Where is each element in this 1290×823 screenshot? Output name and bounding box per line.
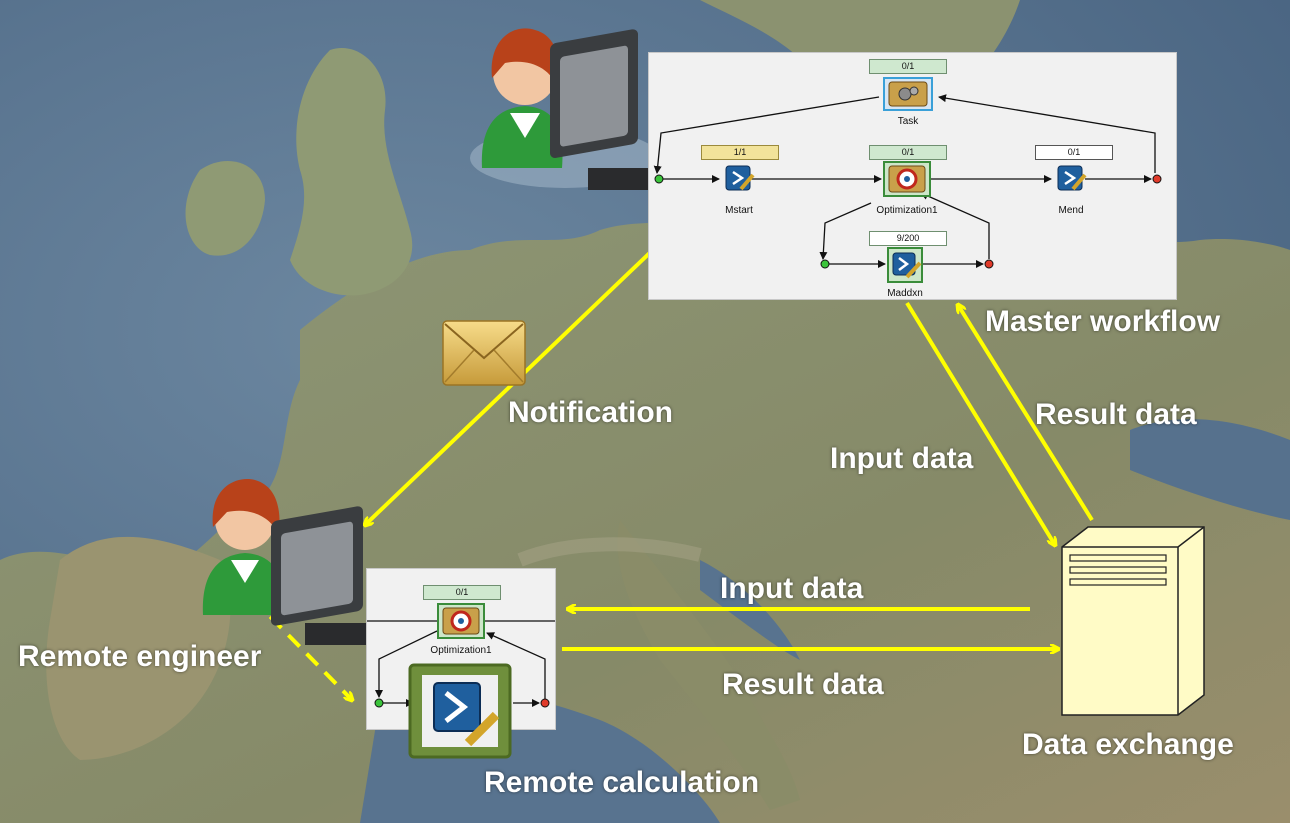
input-data-mid-label: Input data	[720, 572, 864, 605]
task-counter: 0/1	[869, 59, 947, 74]
master-workflow-connectors	[653, 94, 1162, 269]
optimizer-node-icon[interactable]	[883, 161, 931, 197]
remote-optimizer-node-icon[interactable]	[437, 603, 485, 639]
remote-optimization-counter: 0/1	[423, 585, 501, 600]
mstart-label: Mstart	[725, 205, 753, 216]
remote-workflow-connectors	[367, 620, 555, 708]
remote-engineer-dashed-arrow	[250, 596, 352, 700]
mstart-script-node-icon[interactable]	[723, 163, 755, 195]
remote-optimization-label: Optimization1	[430, 645, 492, 656]
server-icon	[1061, 526, 1205, 716]
result-data-top-label: Result data	[1035, 398, 1197, 431]
input-data-top-label: Input data	[830, 442, 974, 475]
remote-engineer-user-icon	[202, 479, 370, 645]
mstart-counter: 1/1	[701, 145, 779, 160]
result-data-mid-label: Result data	[722, 668, 884, 701]
notification-label: Notification	[508, 396, 673, 429]
notification-arrow	[365, 200, 705, 525]
maddxn-script-node-icon[interactable]	[887, 247, 923, 283]
mend-label: Mend	[1058, 205, 1084, 216]
task-node-icon[interactable]	[883, 77, 933, 111]
master-workflow-panel: 0/1 Task 1/1 Mstart 0/1 Optimization1 0/…	[648, 52, 1177, 300]
remote-engineer-label: Remote engineer	[18, 640, 262, 673]
result-data-arrow-up	[958, 305, 1094, 522]
user-at-computer-icon	[470, 28, 660, 190]
data-exchange-label: Data exchange	[1022, 728, 1234, 761]
task-label: Task	[897, 116, 919, 127]
input-data-arrow-down	[905, 301, 1055, 545]
remote-calculation-label: Remote calculation	[484, 766, 760, 799]
mend-counter: 0/1	[1035, 145, 1113, 160]
envelope-icon	[442, 320, 526, 386]
master-workflow-label: Master workflow	[985, 305, 1221, 338]
maddxn-counter: 9/200	[869, 231, 947, 246]
optimization-counter: 0/1	[869, 145, 947, 160]
optimization-label: Optimization1	[876, 205, 938, 216]
mend-script-node-icon[interactable]	[1055, 163, 1087, 195]
remote-calculation-node-icon[interactable]	[408, 663, 512, 759]
remote-workflow-panel: 0/1 Optimization1	[366, 568, 556, 730]
maddxn-label: Maddxn	[887, 288, 923, 299]
